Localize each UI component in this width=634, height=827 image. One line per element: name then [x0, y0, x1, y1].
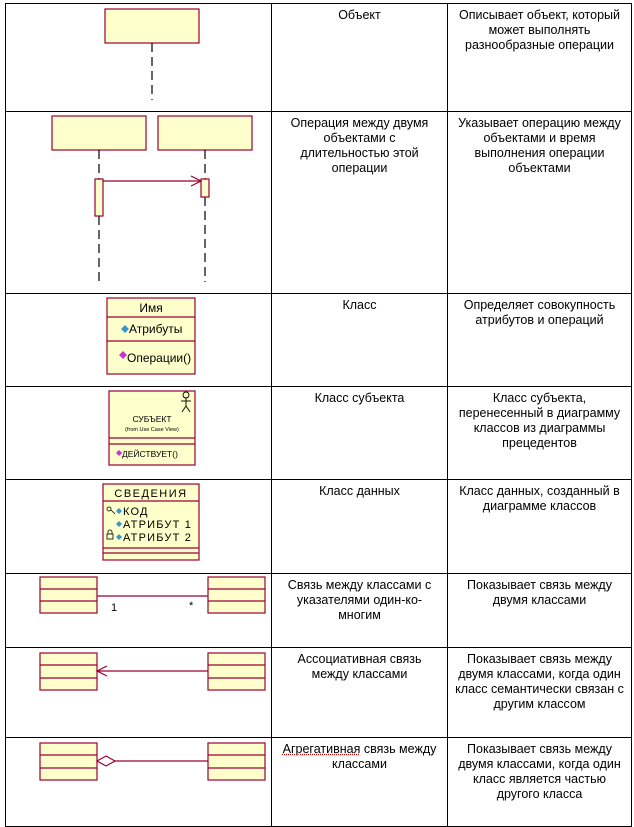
- class-title: Имя: [139, 301, 162, 315]
- name-cell: Класс субъекта: [272, 387, 448, 480]
- symbol-cell: [6, 648, 272, 738]
- data-field: КОД: [123, 506, 149, 518]
- class-attributes: Атрибуты: [129, 322, 182, 336]
- row-name: Класс данных: [272, 480, 447, 499]
- multiplicity-one: 1: [111, 602, 117, 614]
- data-field: АТРИБУТ 2: [123, 532, 192, 544]
- symbol-cell: СВЕДЕНИЯ КОД АТРИБУТ 1 АТРИБУТ 2: [6, 480, 272, 574]
- row-name: Класс субъекта: [272, 387, 447, 406]
- actor-subtitle: (from Use Case View): [125, 427, 179, 433]
- symbol-cell: СУБЪЕКТ (from Use Case View) ДЕЙСТВУЕТ(): [6, 387, 272, 480]
- row-description: Класс субъекта, перенесенный в диаграмму…: [448, 387, 631, 451]
- name-cell: Класс данных: [272, 480, 448, 574]
- row-description: Указывает операцию между объектами и вре…: [448, 112, 631, 176]
- row-name-part: Агрегативная: [283, 742, 361, 756]
- data-class-symbol: СВЕДЕНИЯ КОД АТРИБУТ 1 АТРИБУТ 2: [6, 480, 272, 573]
- description-cell: Показывает связь между двумя классами, к…: [448, 738, 632, 827]
- table-row: 1 * Связь между классами с указателями о…: [6, 574, 632, 648]
- table-row: СВЕДЕНИЯ КОД АТРИБУТ 1 АТРИБУТ 2 Класс д…: [6, 480, 632, 574]
- class-box-symbol: Имя Атрибуты Операции(): [6, 294, 272, 386]
- one-to-many-symbol: 1 *: [6, 574, 272, 647]
- row-name: Связь между классами с указателями один-…: [272, 574, 447, 623]
- row-name: Ассоциативная связь между классами: [272, 648, 447, 682]
- description-cell: Указывает операцию между объектами и вре…: [448, 112, 632, 294]
- description-cell: Определяет совокупность атрибутов и опер…: [448, 294, 632, 387]
- row-description: Класс данных, созданный в диаграмме клас…: [448, 480, 631, 514]
- row-name: Агрегативная связь между классами: [272, 738, 447, 772]
- aggregation-symbol: [6, 738, 272, 826]
- data-class-title: СВЕДЕНИЯ: [114, 488, 187, 500]
- symbol-cell: [6, 4, 272, 112]
- table-row: Объект Описывает объект, который может в…: [6, 4, 632, 112]
- table-row: СУБЪЕКТ (from Use Case View) ДЕЙСТВУЕТ()…: [6, 387, 632, 480]
- class-operations: Операции(): [127, 351, 191, 365]
- actor-operation: ДЕЙСТВУЕТ(): [122, 448, 178, 459]
- description-cell: Показывает связь между двумя классами, к…: [448, 648, 632, 738]
- symbol-cell: Имя Атрибуты Операции(): [6, 294, 272, 387]
- name-cell: Объект: [272, 4, 448, 112]
- actor-class-symbol: СУБЪЕКТ (from Use Case View) ДЕЙСТВУЕТ(): [6, 387, 272, 479]
- row-name: Объект: [272, 4, 447, 23]
- name-cell: Операция между двумя объектами с длитель…: [272, 112, 448, 294]
- description-cell: Описывает объект, который может выполнят…: [448, 4, 632, 112]
- message-activation-symbol: [6, 112, 272, 293]
- association-symbol: [6, 648, 272, 737]
- row-name: Операция между двумя объектами с длитель…: [272, 112, 447, 176]
- name-cell: Класс: [272, 294, 448, 387]
- row-description: Показывает связь между двумя классами: [448, 574, 631, 608]
- table-row: Имя Атрибуты Операции() Класс Определяет…: [6, 294, 632, 387]
- table-row: Агрегативная связь между классами Показы…: [6, 738, 632, 827]
- name-cell: Ассоциативная связь между классами: [272, 648, 448, 738]
- description-cell: Класс данных, созданный в диаграмме клас…: [448, 480, 632, 574]
- actor-title: СУБЪЕКТ: [132, 414, 171, 424]
- name-cell: Связь между классами с указателями один-…: [272, 574, 448, 648]
- table-row: Ассоциативная связь между классами Показ…: [6, 648, 632, 738]
- row-description: Показывает связь между двумя классами, к…: [448, 648, 631, 712]
- table-row: Операция между двумя объектами с длитель…: [6, 112, 632, 294]
- description-cell: Показывает связь между двумя классами: [448, 574, 632, 648]
- row-name: Класс: [272, 294, 447, 313]
- symbol-cell: [6, 738, 272, 827]
- description-cell: Класс субъекта, перенесенный в диаграмму…: [448, 387, 632, 480]
- row-description: Показывает связь между двумя классами, к…: [448, 738, 631, 802]
- uml-notation-table: Объект Описывает объект, который может в…: [5, 3, 632, 827]
- object-lifeline-symbol: [6, 4, 272, 111]
- symbol-cell: [6, 112, 272, 294]
- name-cell: Агрегативная связь между классами: [272, 738, 448, 827]
- data-field: АТРИБУТ 1: [123, 519, 192, 531]
- row-description: Определяет совокупность атрибутов и опер…: [448, 294, 631, 328]
- symbol-cell: 1 *: [6, 574, 272, 648]
- row-description: Описывает объект, который может выполнят…: [448, 4, 631, 53]
- multiplicity-many: *: [189, 600, 194, 612]
